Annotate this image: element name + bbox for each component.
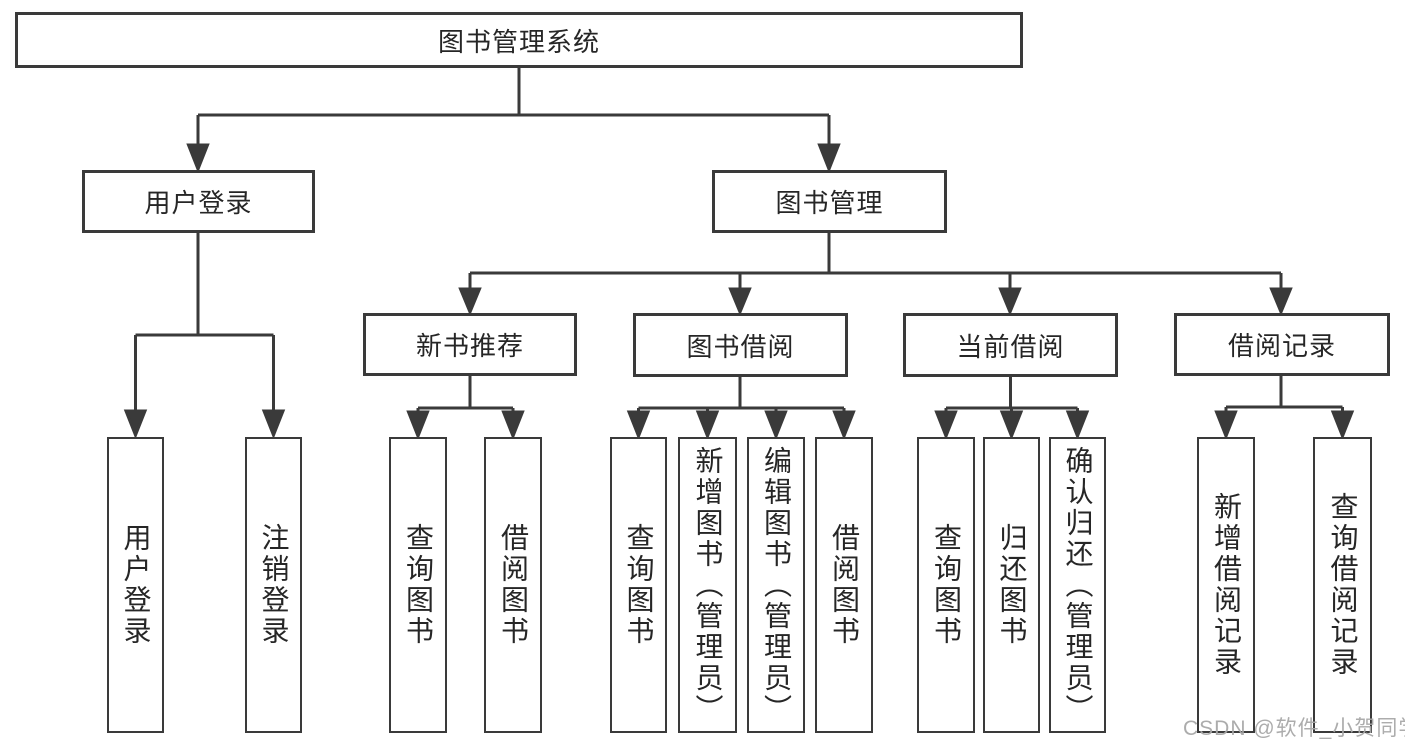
connector-recommend-to-leaves: [406, 376, 525, 441]
connector-login-to-leaves: [123, 233, 286, 440]
node-new-book-recommend: 新书推荐: [363, 313, 577, 376]
arrowhead-icon: [406, 410, 430, 441]
leaf-query-books-recommend: 查询图书: [389, 437, 447, 733]
node-label: 图书管理系统: [437, 26, 600, 57]
node-label: 图书管理: [775, 188, 884, 218]
arrowhead-icon: [186, 143, 210, 174]
node-label: 确认归还（管理员）: [1062, 445, 1094, 725]
leaf-logout: 注销登录: [245, 437, 302, 733]
connector-management-to-level3: [458, 233, 1293, 316]
leaf-query-borrow-record: 查询借阅记录: [1313, 437, 1372, 733]
leaf-edit-book-admin: 编辑图书（管理员）: [747, 437, 805, 733]
leaf-add-borrow-record: 新增借阅记录: [1197, 437, 1255, 733]
leaf-add-book-admin: 新增图书（管理员）: [678, 437, 737, 733]
node-current-borrow: 当前借阅: [903, 313, 1118, 377]
connector-records-to-leaves: [1214, 376, 1355, 441]
csdn-watermark: CSDN @软件_小贺同学: [1183, 717, 1405, 740]
node-label: 借阅图书: [498, 523, 529, 647]
node-label: 查询图书: [931, 523, 962, 647]
node-label: 图书借阅: [686, 331, 795, 362]
node-label: 编辑图书（管理员）: [761, 445, 792, 725]
arrowhead-icon: [832, 410, 856, 441]
node-library-system: 图书管理系统: [15, 12, 1023, 68]
leaf-query-books-current: 查询图书: [917, 437, 975, 733]
arrowhead-icon: [458, 287, 482, 316]
arrowhead-icon: [695, 410, 720, 441]
node-label: 查询图书: [403, 523, 434, 647]
node-label: 借阅记录: [1227, 331, 1336, 361]
node-borrow-records: 借阅记录: [1174, 313, 1390, 376]
arrowhead-icon: [998, 287, 1022, 316]
arrowhead-icon: [1330, 410, 1355, 441]
arrowhead-icon: [1269, 287, 1293, 316]
node-user-login: 用户登录: [82, 170, 315, 233]
node-label: 借阅图书: [829, 523, 860, 647]
node-label: 新书推荐: [415, 331, 524, 361]
arrowhead-icon: [728, 287, 752, 316]
leaf-confirm-return-admin: 确认归还（管理员）: [1049, 437, 1106, 733]
leaf-query-books-borrow: 查询图书: [610, 437, 667, 733]
arrowhead-icon: [999, 410, 1024, 441]
arrowhead-icon: [934, 410, 958, 441]
node-label: 查询图书: [623, 523, 655, 647]
leaf-borrow-books: 借阅图书: [815, 437, 873, 733]
connector-current-to-leaves: [934, 377, 1090, 441]
node-book-borrow: 图书借阅: [633, 313, 848, 377]
arrowhead-icon: [764, 410, 788, 441]
node-label: 归还图书: [996, 523, 1028, 647]
connector-borrow-to-leaves: [626, 377, 856, 441]
arrowhead-icon: [501, 410, 525, 441]
arrowhead-icon: [123, 409, 148, 440]
arrowhead-icon: [817, 143, 841, 174]
leaf-borrow-books-recommend: 借阅图书: [484, 437, 542, 733]
node-label: 用户登录: [120, 523, 152, 647]
arrowhead-icon: [626, 410, 651, 441]
arrowhead-icon: [1214, 410, 1238, 441]
arrowhead-icon: [261, 409, 286, 440]
node-label: 当前借阅: [956, 331, 1065, 362]
node-label: 注销登录: [258, 523, 290, 647]
arrowhead-icon: [1065, 410, 1090, 441]
node-label: 新增图书（管理员）: [692, 445, 724, 725]
leaf-return-book: 归还图书: [983, 437, 1040, 733]
leaf-user-login: 用户登录: [107, 437, 164, 733]
node-book-management: 图书管理: [712, 170, 947, 233]
node-label: 新增借阅记录: [1211, 492, 1242, 678]
connector-root-to-level2: [186, 68, 841, 174]
node-label: 查询借阅记录: [1327, 492, 1359, 678]
node-label: 用户登录: [144, 188, 253, 218]
